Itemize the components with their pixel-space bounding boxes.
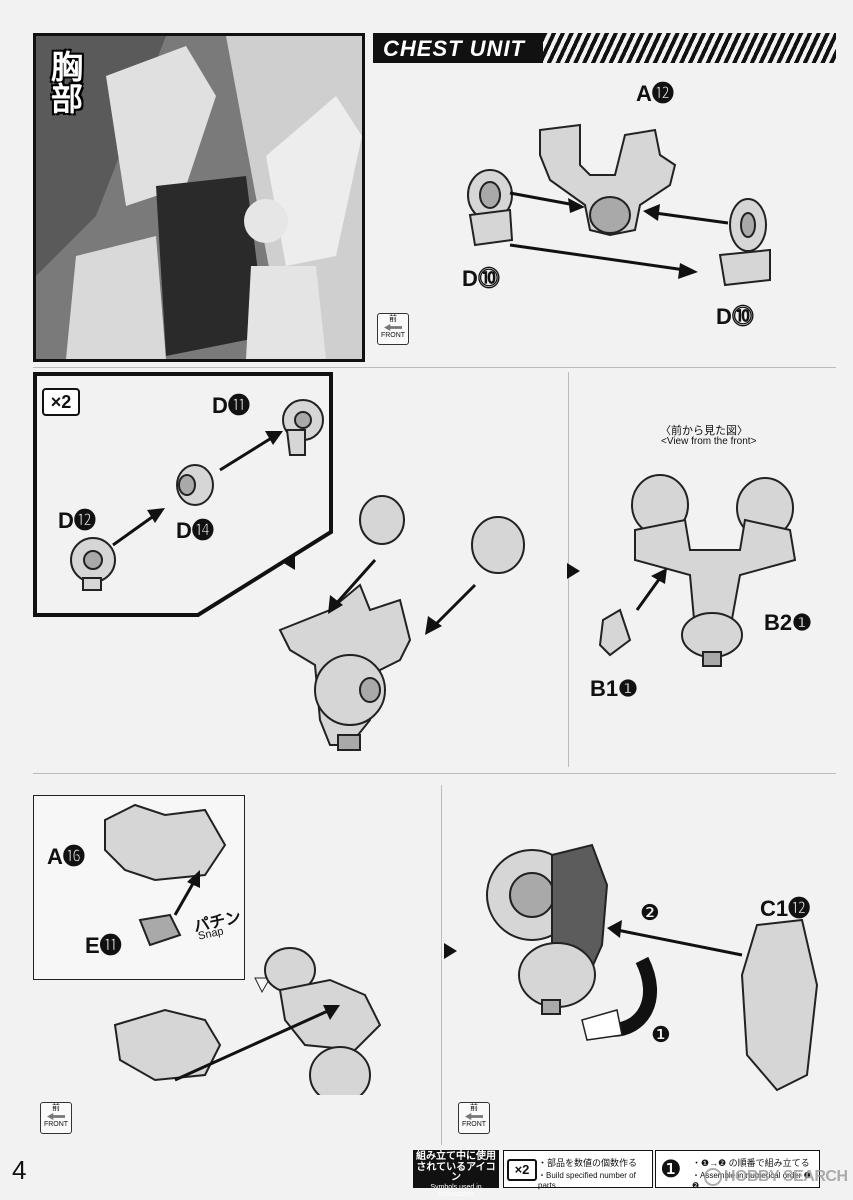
legend-order-en: ・Assemble in numerical order ❶ ❷ [692,1171,811,1190]
robot-photo-illustration [36,36,362,359]
step2-main-diagram [278,495,525,751]
part-label-d10-right: D⓾ [716,304,754,329]
part-label-d11: D⓫ [212,393,250,418]
divider-row3 [33,773,836,774]
part-label-a12: A⓬ [636,81,674,106]
watermark-text: HOBBY SEARCH [724,1168,848,1186]
section-header: CHEST UNIT [373,33,836,63]
step1-diagram [467,123,771,287]
watermark: HOBBY SEARCH [704,1168,848,1186]
divider-row3-vertical [441,785,442,1145]
x2-subassembly-box [33,372,333,617]
legend-x2-icon: ×2 [507,1159,537,1181]
part-label-c1: C1⓬ [760,896,811,921]
x2-icon: ×2 [42,388,80,416]
icon-legend-title-jp1: 組み立て中に使用 [416,1151,496,1162]
part-label-b1: B1❶ [590,676,638,701]
part-label-e11: E⓫ [85,933,122,958]
view-title-en: <View from the front> [661,436,757,447]
step4-main-diagram [113,947,382,1095]
step5-diagram [444,843,819,1092]
photo-panel: 胸部 [33,33,365,362]
view-title-jp: 〈前から見た図〉 [660,425,748,437]
step4-callout-diagram [104,803,227,947]
legend-order-jp: ・❶→❷ の順番で組み立てる [692,1158,810,1168]
page-number: 4 [12,1155,27,1185]
legend-x2-jp: ・部品を数値の個数作る [538,1158,638,1168]
step-number-1: ❶ [651,1022,671,1047]
photo-caption: 胸部 [46,50,84,114]
legend-item-x2: ×2 ・部品を数値の個数作る ・Build specified number o… [503,1150,653,1190]
part-label-d14: D⓮ [176,518,214,543]
icon-legend-title-jp2: されているアイコン [416,1161,496,1183]
part-label-a16: A⓰ [47,844,85,869]
section-title: CHEST UNIT [383,36,525,61]
icon-legend-title: 組み立て中に使用 されているアイコン Symbols used in instr… [413,1150,499,1198]
step-number-2: ❷ [640,900,660,925]
step2-subassembly-diagram [70,399,324,591]
part-label-d10-left: D⓾ [462,266,500,291]
divider-row1 [33,367,836,368]
watermark-logo-icon [704,1168,722,1186]
legend-order-icon: ❶ [660,1156,682,1183]
part-label-d12: D⓬ [58,508,96,533]
legend-item-order: ❶ ・❶→❷ の順番で組み立てる ・Assemble in numerical … [655,1150,820,1190]
step3-diagram [567,474,797,667]
icon-legend-title-en: Symbols used in instructions [430,1183,482,1198]
part-label-b2: B2❶ [764,610,812,635]
legend-x2-en: ・Build specified number of parts. [538,1171,636,1190]
